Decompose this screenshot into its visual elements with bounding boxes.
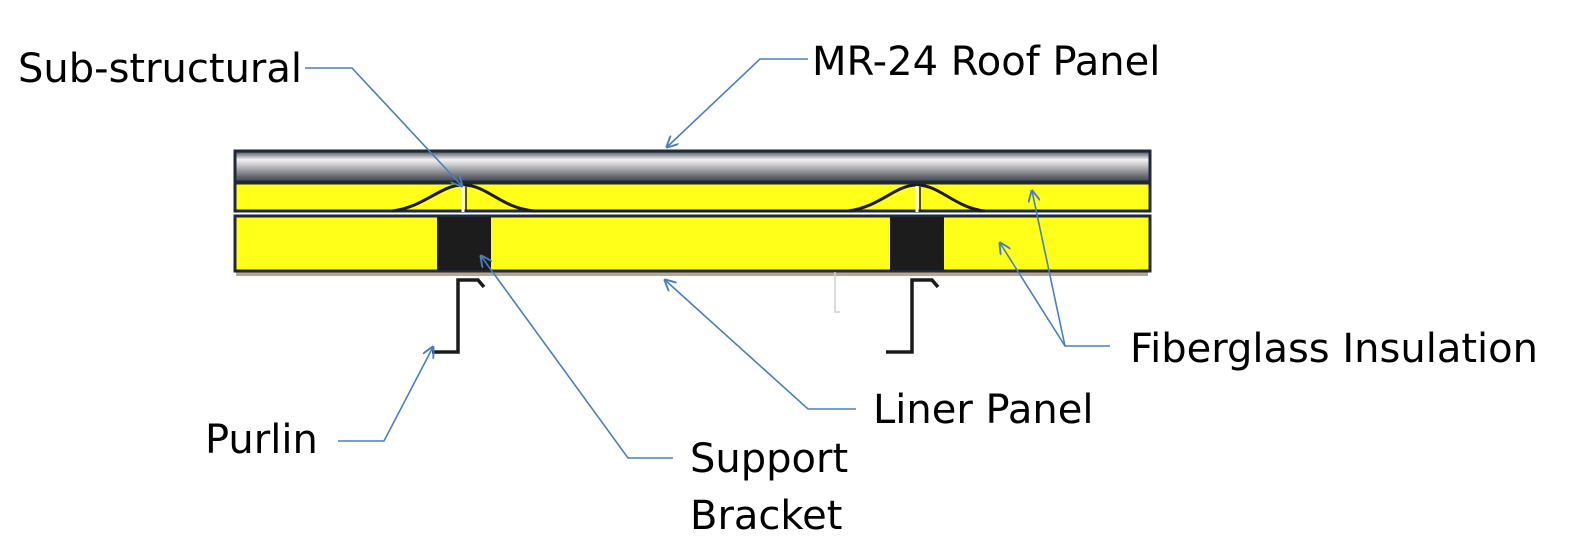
purlin-left	[432, 278, 486, 354]
purlin-right	[886, 278, 940, 354]
lower-insulation-layer	[233, 214, 1152, 273]
leader-lines	[305, 58, 1110, 459]
label-purlin: Purlin	[205, 417, 318, 463]
leader-roof-panel	[667, 58, 808, 147]
upper-insulation-layer	[233, 181, 1152, 213]
leader-purlin	[338, 347, 433, 442]
liner-panel	[236, 271, 1148, 276]
label-roof-panel: MR-24 Roof Panel	[812, 39, 1160, 85]
label-sub-structural: Sub-structural	[18, 46, 302, 92]
sub-structural-member	[391, 183, 986, 213]
roof-panel	[233, 149, 1152, 184]
label-fiberglass-insulation: Fiberglass Insulation	[1130, 326, 1538, 372]
leader-liner-panel	[665, 280, 856, 410]
leader-sub-structural	[305, 67, 462, 186]
label-support-bracket-line2: Bracket	[690, 493, 842, 539]
support-bracket-right	[890, 217, 944, 270]
label-support-bracket-line1: Support	[690, 436, 848, 482]
leader-fiberglass-lower	[1000, 243, 1066, 347]
support-bracket-left	[437, 217, 491, 270]
label-liner-panel: Liner Panel	[873, 387, 1093, 433]
leader-support-bracket	[481, 256, 673, 459]
